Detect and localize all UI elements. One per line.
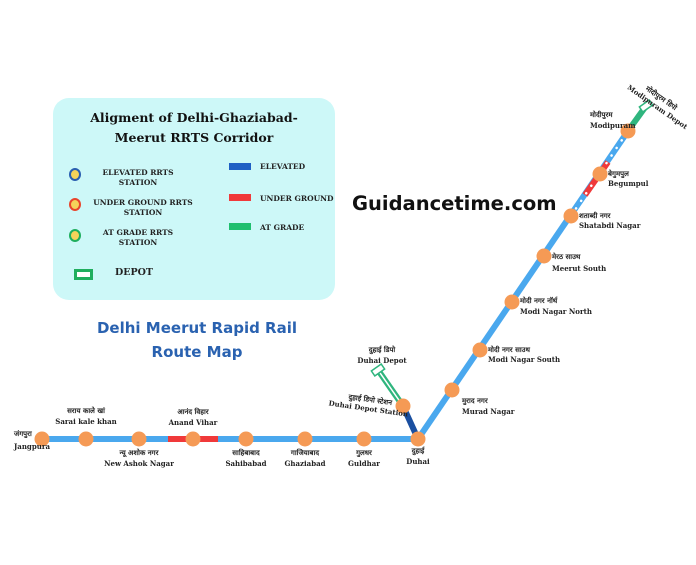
station-label-hindi: सराय काले खां xyxy=(66,406,106,415)
elevated-line-icon xyxy=(229,163,251,170)
station-label-hindi: मोदी नगर नॉर्थ xyxy=(519,296,558,305)
underground-station-icon xyxy=(69,198,81,211)
station-marker xyxy=(620,123,636,139)
station-label-english: Sarai kale khan xyxy=(55,417,116,426)
station-label-english: Modi Nagar North xyxy=(520,307,592,316)
legend-elevated-station: ELEVATED RRTS STATION xyxy=(88,168,188,188)
station-label-hindi: बेगुमपुल xyxy=(607,169,629,179)
station-marker xyxy=(297,431,313,447)
station-label-english: Guldhar xyxy=(348,459,380,468)
legend-label: STATION xyxy=(118,178,158,187)
station-label-hindi: न्यू अशोक नगर xyxy=(119,448,160,458)
station-marker xyxy=(131,431,147,447)
legend-label: STATION xyxy=(123,208,163,217)
station-marker xyxy=(410,431,426,447)
station-marker xyxy=(238,431,254,447)
station-label-hindi: जंगपुरा xyxy=(13,430,33,439)
depot-icon xyxy=(74,269,93,280)
station-label-english: Begumpul xyxy=(608,179,649,188)
station-label-english: Anand Vihar xyxy=(168,418,218,427)
station-label-hindi: आनंद विहार xyxy=(177,407,209,416)
depot-label-hindi: दुहाई डिपो xyxy=(368,345,397,355)
station-label-hindi: शताब्दी नगर xyxy=(579,211,612,220)
legend-title-line2: Meerut RRTS Corridor xyxy=(114,130,274,145)
legend-label: UNDER GROUND RRTS xyxy=(93,198,193,207)
duhai-depot-icon xyxy=(370,363,386,377)
legend-title-line1: Aligment of Delhi-Ghaziabad- xyxy=(90,110,298,125)
station-label-hindi: गाजियाबाद xyxy=(290,448,319,457)
at-grade-line-icon xyxy=(229,223,251,230)
map-title: Delhi Meerut Rapid Rail Route Map xyxy=(60,316,334,364)
station-marker xyxy=(592,166,608,182)
station-label-hindi: मोदीपुरम xyxy=(589,110,613,120)
legend-title: Aligment of Delhi-Ghaziabad- Meerut RRTS… xyxy=(53,108,335,148)
station-label-english: Meerut South xyxy=(552,264,606,273)
modipuram-depot-icon xyxy=(638,99,654,113)
station-label-hindi: दुहाई xyxy=(411,446,426,456)
station-marker xyxy=(34,431,50,447)
station-label-english: Duhai xyxy=(406,457,430,466)
station-marker xyxy=(395,398,411,414)
station-label-english: Sahibabad xyxy=(225,459,266,468)
station-label-hindi: गुलधर xyxy=(355,449,373,458)
map-title-line1: Delhi Meerut Rapid Rail xyxy=(96,319,298,337)
station-label-english: Jangpura xyxy=(13,442,51,451)
legend-panel: Aligment of Delhi-Ghaziabad- Meerut RRTS… xyxy=(53,98,335,300)
legend-underground-station: UNDER GROUND RRTS STATION xyxy=(88,198,198,218)
station-marker xyxy=(563,208,579,224)
station-label-english: Modipuram xyxy=(590,121,636,130)
station-label-hindi: साहिबाबाद xyxy=(231,448,260,457)
station-label-english: Shatabdi Nagar xyxy=(579,221,641,230)
at-grade-station-icon xyxy=(69,229,81,242)
station-marker xyxy=(536,248,552,264)
station-marker xyxy=(472,342,488,358)
legend-label: AT GRADE RRTS xyxy=(102,228,174,237)
station-label-hindi: मुराद नगर xyxy=(461,397,489,406)
legend-underground-line: UNDER GROUND xyxy=(260,194,334,203)
legend-elevated-line: ELEVATED xyxy=(260,162,306,171)
legend-depot: DEPOT xyxy=(115,267,153,278)
station-label-english: New Ashok Nagar xyxy=(104,459,174,468)
station-marker xyxy=(185,431,201,447)
depot-label-english: Duhai Depot xyxy=(357,356,407,365)
station-marker xyxy=(78,431,94,447)
legend-at-grade-station: AT GRADE RRTS STATION xyxy=(88,228,188,248)
map-title-line2: Route Map xyxy=(151,343,243,361)
station-label-english: Modi Nagar South xyxy=(488,355,560,364)
legend-at-grade-line: AT GRADE xyxy=(260,223,305,232)
station-marker xyxy=(356,431,372,447)
station-label-english: Ghaziabad xyxy=(284,459,325,468)
legend-label: ELEVATED RRTS xyxy=(102,168,174,177)
elevated-station-icon xyxy=(69,168,81,181)
station-label-english: Murad Nagar xyxy=(462,407,515,416)
underground-line-icon xyxy=(229,194,251,201)
station-marker xyxy=(504,294,520,310)
watermark: Guidancetime.com xyxy=(352,192,557,215)
station-label-hindi: मोदी नगर साउथ xyxy=(487,345,530,354)
elevated-dots xyxy=(569,129,630,218)
legend-label: STATION xyxy=(118,238,158,247)
station-label-hindi: मेरठ साउथ xyxy=(551,252,581,261)
station-marker xyxy=(444,382,460,398)
